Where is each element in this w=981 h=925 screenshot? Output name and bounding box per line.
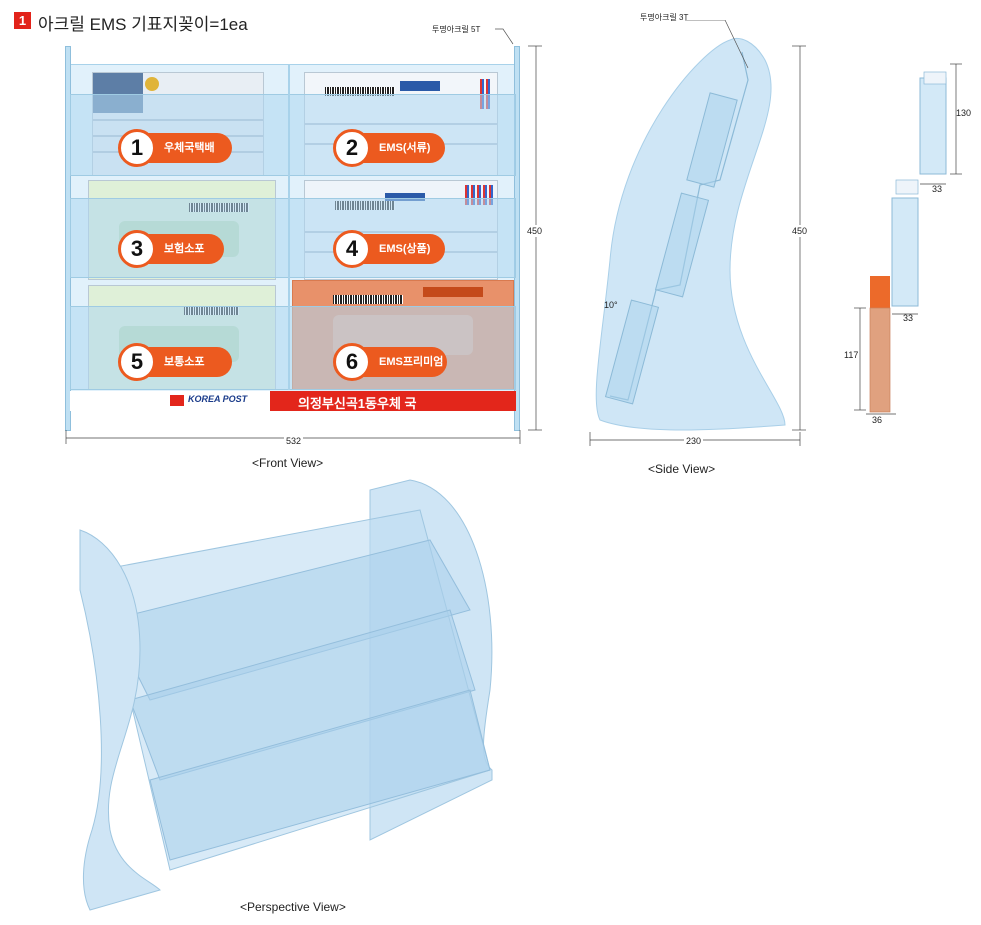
detail-mid-depth-dim: 33 bbox=[903, 313, 914, 323]
side-angle-dim: 10° bbox=[604, 300, 618, 310]
detail-bottom-height-dim: 117 bbox=[844, 350, 859, 360]
front-material-leader bbox=[495, 28, 514, 45]
side-view bbox=[589, 20, 806, 446]
side-height-dim: 450 bbox=[792, 225, 808, 237]
korea-post-logo-text: KOREA POST bbox=[188, 394, 248, 404]
badge-2: 2 EMS(서류) bbox=[333, 129, 445, 167]
badge-1: 1 우체국택배 bbox=[118, 129, 232, 167]
perspective-view bbox=[79, 479, 493, 911]
badge-1-label: 우체국택배 bbox=[164, 142, 215, 154]
front-height-dim: 450 bbox=[527, 225, 543, 237]
front-width-dim: 532 bbox=[284, 436, 304, 446]
brand-bar: KOREA POST 의정부신곡1동우체 국 bbox=[70, 391, 516, 411]
title-number-badge: 1 bbox=[14, 12, 31, 29]
front-dimension-lines bbox=[65, 45, 542, 444]
detail-top-depth-dim: 33 bbox=[932, 184, 943, 194]
center-divider bbox=[288, 64, 290, 390]
detail-top-height-dim: 130 bbox=[956, 108, 972, 118]
badge-1-number: 1 bbox=[118, 129, 156, 167]
detail-bottom-depth-dim: 36 bbox=[872, 415, 883, 425]
side-material-note: 투명아크릴 3T bbox=[640, 13, 689, 22]
detail-view bbox=[854, 63, 962, 415]
page-title: 아크릴 EMS 기표지꽂이=1ea bbox=[38, 15, 248, 34]
perspective-view-label: <Perspective View> bbox=[240, 900, 346, 914]
front-view-label: <Front View> bbox=[252, 456, 324, 470]
badge-3: 3 보험소포 bbox=[118, 230, 224, 268]
front-material-note: 투명아크릴 5T bbox=[432, 25, 481, 34]
badge-2-number: 2 bbox=[333, 129, 371, 167]
badge-3-label: 보험소포 bbox=[164, 243, 205, 255]
badge-6-label: EMS프리미엄 bbox=[379, 356, 444, 368]
side-width-dim: 230 bbox=[684, 436, 704, 446]
badge-2-label: EMS(서류) bbox=[379, 142, 431, 154]
badge-4-number: 4 bbox=[333, 230, 371, 268]
badge-6: 6 EMS프리미엄 bbox=[333, 343, 447, 381]
badge-5: 5 보통소포 bbox=[118, 343, 232, 381]
badge-5-number: 5 bbox=[118, 343, 156, 381]
badge-4-label: EMS(상품) bbox=[379, 243, 431, 255]
korea-post-logo-icon bbox=[170, 395, 184, 406]
badge-5-label: 보통소포 bbox=[164, 356, 205, 368]
badge-3-number: 3 bbox=[118, 230, 156, 268]
post-office-name: 의정부신곡1동우체 국 bbox=[298, 396, 417, 411]
badge-6-number: 6 bbox=[333, 343, 371, 381]
badge-4: 4 EMS(상품) bbox=[333, 230, 445, 268]
side-view-label: <Side View> bbox=[648, 462, 716, 476]
